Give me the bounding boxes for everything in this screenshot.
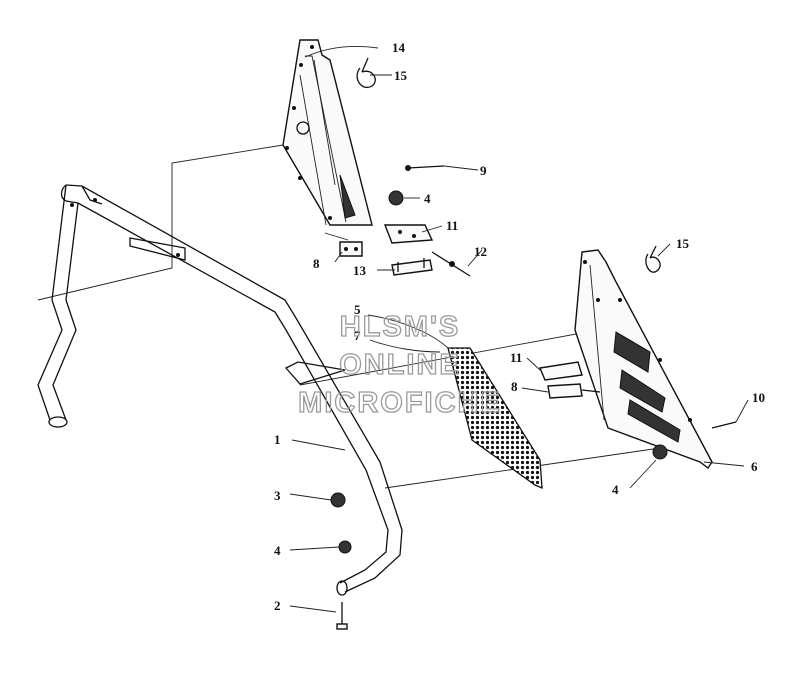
- callout-1: 1: [274, 432, 281, 447]
- bracket-base: [391, 259, 433, 276]
- plate-upper: [339, 241, 363, 257]
- left-side-panel: [282, 39, 373, 226]
- hook-clip-lower: [645, 253, 661, 273]
- mesh-screen: [447, 347, 543, 490]
- watermark-line-2: ONLINE: [339, 349, 461, 381]
- callout-7: 7: [354, 328, 361, 343]
- callout-labels: 14 15 9 4 11 8 12 13 15 5 7 11 8 10 1 6 …: [274, 40, 765, 613]
- nut-lower: [338, 540, 352, 554]
- nut-3: [330, 492, 346, 508]
- watermark-line-3: MICROFICHE: [298, 387, 502, 419]
- callout-5: 5: [354, 302, 361, 317]
- bumper-tube: [37, 184, 403, 596]
- callout-2: 2: [274, 598, 281, 613]
- pin-lower: [711, 421, 737, 429]
- callout-6: 6: [751, 459, 758, 474]
- callout-4-lower: 4: [274, 543, 281, 558]
- leader-lines: [289, 46, 749, 613]
- callout-8-lower: 8: [511, 379, 518, 394]
- bracket-lower: [539, 361, 583, 381]
- watermark: HLSM'S ONLINE MICROFICHE: [298, 310, 502, 419]
- hook-clip-upper: [356, 67, 376, 89]
- callout-3: 3: [274, 488, 281, 503]
- callout-13: 13: [353, 263, 367, 278]
- callout-15-lower: 15: [676, 236, 690, 251]
- callout-12: 12: [474, 244, 487, 259]
- callout-8-upper: 8: [313, 256, 320, 271]
- watermark-line-1: HLSM'S: [340, 311, 460, 343]
- callout-4-upper: 4: [424, 191, 431, 206]
- nut-upper: [388, 190, 404, 206]
- callout-14: 14: [392, 40, 406, 55]
- hardware-parts: [324, 57, 737, 630]
- callout-11-upper: 11: [446, 218, 458, 233]
- bracket-upper: [383, 224, 434, 244]
- plate-lower: [547, 383, 583, 399]
- callout-10: 10: [752, 390, 765, 405]
- nut-right: [652, 444, 668, 460]
- callout-4-right: 4: [612, 482, 619, 497]
- callout-11-lower: 11: [510, 350, 522, 365]
- right-side-panel: [574, 249, 713, 470]
- callout-9: 9: [480, 163, 487, 178]
- pin-upper: [407, 165, 445, 169]
- callout-15-upper: 15: [394, 68, 408, 83]
